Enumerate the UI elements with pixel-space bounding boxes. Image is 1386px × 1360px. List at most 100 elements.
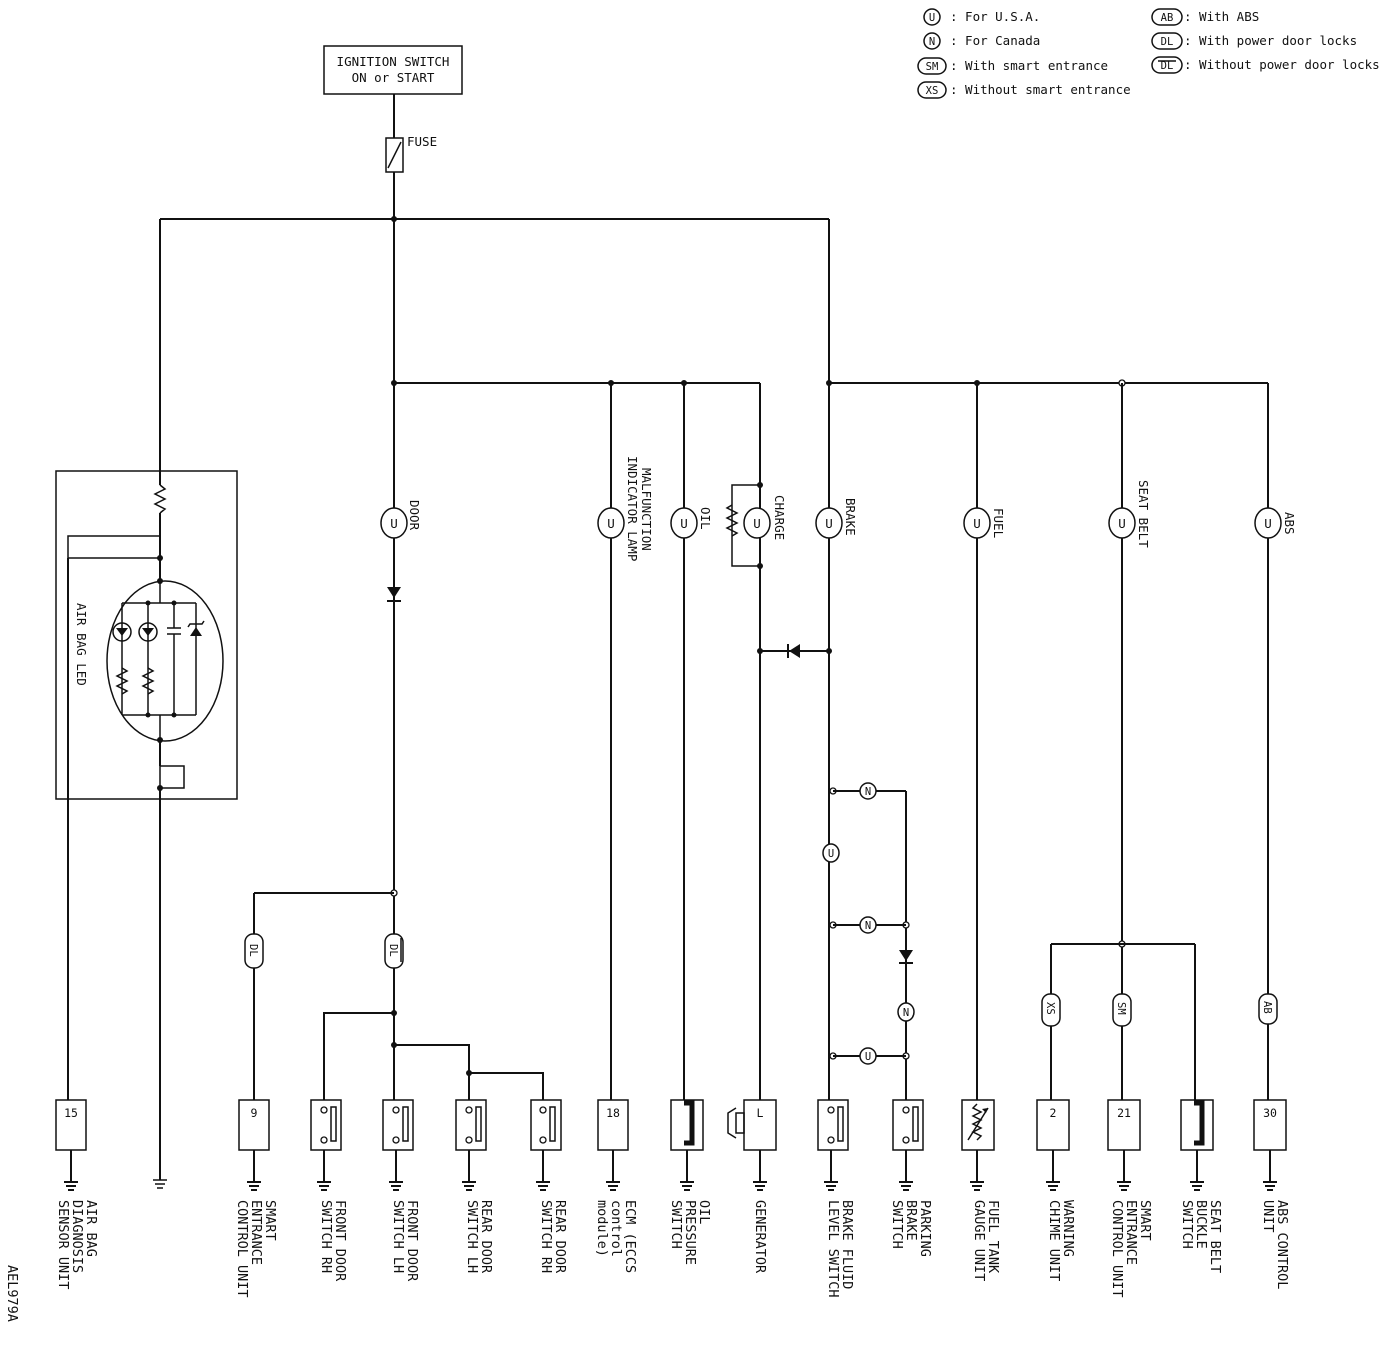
svg-text:: With smart entrance: : With smart entrance — [950, 58, 1108, 73]
ground-icon — [899, 1150, 913, 1191]
svg-text:XS: XS — [926, 85, 939, 97]
svg-text:BRAKE: BRAKE — [843, 498, 858, 536]
terminal-warning-chime: 2 — [1036, 1099, 1070, 1151]
ground-icon — [247, 1150, 261, 1191]
door-switch-rear-lh — [455, 1099, 487, 1151]
svg-text:GAUGE UNIT: GAUGE UNIT — [971, 1200, 987, 1281]
terminal-abs: 30 — [1253, 1099, 1287, 1151]
led-enclosure — [106, 580, 224, 742]
svg-text:L: L — [757, 1106, 764, 1120]
svg-text:AIR BAG LED: AIR BAG LED — [74, 603, 89, 686]
label-front-door-rh: FRONT DOOR SWITCH RH — [318, 1200, 348, 1282]
svg-text:BRAKE: BRAKE — [903, 1200, 919, 1241]
svg-text:FUEL TANK: FUEL TANK — [985, 1200, 1001, 1274]
svg-text:SWITCH RH: SWITCH RH — [318, 1200, 334, 1273]
svg-text:CONTROL UNIT: CONTROL UNIT — [1109, 1200, 1125, 1298]
svg-text:ENTRANCE: ENTRANCE — [1123, 1200, 1139, 1265]
seat-belt-switch-box — [1180, 1099, 1214, 1151]
svg-text:N: N — [865, 920, 871, 932]
svg-text:BRAKE FLUID: BRAKE FLUID — [839, 1200, 855, 1289]
svg-text:U: U — [390, 516, 398, 531]
legend: U : For U.S.A. N : For Canada SM : With … — [917, 8, 1380, 99]
svg-text:BUCKLE: BUCKLE — [1193, 1200, 1209, 1249]
ground-icon — [153, 1179, 167, 1189]
svg-text:DL: DL — [1161, 60, 1174, 72]
svg-text:SWITCH LH: SWITCH LH — [464, 1200, 480, 1273]
svg-text:U: U — [607, 516, 615, 531]
svg-text:FUSE: FUSE — [407, 134, 437, 149]
diode-icon — [899, 950, 913, 964]
label-fuel-tank: FUEL TANK GAUGE UNIT — [971, 1200, 1001, 1281]
label-generator: GENERATOR — [752, 1200, 768, 1274]
svg-text:ABS CONTROL: ABS CONTROL — [1274, 1200, 1290, 1289]
svg-text:21: 21 — [1117, 1106, 1131, 1120]
ground-icon — [824, 1150, 838, 1191]
diode-icon — [387, 587, 401, 602]
svg-text:WARNING: WARNING — [1060, 1200, 1076, 1257]
diagram-id: AEL979A — [4, 1265, 20, 1322]
fuel-gauge-box — [961, 1099, 995, 1151]
label-rear-door-lh: REAR DOOR SWITCH LH — [464, 1200, 494, 1274]
ground-icon — [317, 1150, 331, 1191]
svg-text:AB: AB — [1261, 1001, 1273, 1014]
svg-text:SWITCH LH: SWITCH LH — [390, 1200, 406, 1273]
svg-text:SM: SM — [926, 61, 939, 73]
oil-bulb: U OIL — [670, 507, 713, 539]
svg-text:18: 18 — [606, 1106, 620, 1120]
svg-text:U: U — [1118, 516, 1126, 531]
svg-text:SMART: SMART — [262, 1200, 278, 1241]
svg-text:: With ABS: : With ABS — [1184, 9, 1259, 24]
svg-text:IGNITION SWITCH: IGNITION SWITCH — [337, 54, 450, 69]
label-oil-pressure: OIL PRESSURE SWITCH — [668, 1200, 712, 1265]
svg-text:DOOR: DOOR — [407, 500, 422, 531]
svg-text:CHIME UNIT: CHIME UNIT — [1046, 1200, 1062, 1281]
terminal-smart-right: 21 — [1107, 1099, 1141, 1151]
svg-text:INDICATOR LAMP: INDICATOR LAMP — [625, 456, 640, 561]
parking-brake-switch-box — [892, 1099, 924, 1151]
zener-icon — [190, 627, 202, 636]
svg-text:SWITCH RH: SWITCH RH — [538, 1200, 554, 1273]
label-brake-fluid: BRAKE FLUID LEVEL SWITCH — [825, 1200, 855, 1298]
door-switch-front-rh — [310, 1099, 342, 1151]
svg-text:U: U — [865, 1051, 871, 1063]
svg-text:UNIT: UNIT — [1260, 1200, 1276, 1233]
ground-icon — [536, 1150, 550, 1191]
legend-usa: U : For U.S.A. — [923, 8, 1040, 26]
led-icon — [116, 628, 128, 636]
ground-icon — [753, 1150, 767, 1191]
svg-text:: For U.S.A.: : For U.S.A. — [950, 9, 1040, 24]
door-switch-front-lh — [382, 1099, 414, 1151]
sm-code: SM — [1112, 993, 1132, 1027]
svg-text:control: control — [608, 1200, 624, 1257]
ground-icon — [462, 1150, 476, 1191]
svg-text:module): module) — [594, 1200, 610, 1257]
label-parking-brake: PARKING BRAKE SWITCH — [889, 1200, 933, 1257]
svg-text:OIL: OIL — [698, 507, 713, 530]
svg-text:ON or START: ON or START — [352, 70, 435, 85]
svg-text:SWITCH: SWITCH — [889, 1200, 905, 1249]
dl-code: DL — [244, 933, 264, 969]
svg-text:AB: AB — [1161, 12, 1174, 24]
legend-door-locks: DL : With power door locks — [1151, 32, 1357, 50]
legend-no-smart: XS : Without smart entrance — [917, 81, 1131, 99]
u-mid-code: U — [822, 843, 840, 863]
svg-text:9: 9 — [251, 1106, 258, 1120]
label-seat-belt-buckle: SEAT BELT BUCKLE SWITCH — [1179, 1200, 1223, 1273]
led-icon — [142, 628, 154, 636]
svg-text:: With power door locks: : With power door locks — [1184, 33, 1357, 48]
svg-text:SWITCH: SWITCH — [668, 1200, 684, 1249]
svg-text:FRONT DOOR: FRONT DOOR — [404, 1200, 420, 1282]
svg-text:SEAT BELT: SEAT BELT — [1136, 480, 1151, 548]
ground-icon — [1046, 1150, 1060, 1191]
ground-icon — [64, 1150, 78, 1191]
svg-text:N: N — [903, 1007, 909, 1019]
svg-text:SWITCH: SWITCH — [1179, 1200, 1195, 1249]
svg-text:MALFUNCTION: MALFUNCTION — [639, 468, 654, 551]
door-switch-rear-rh — [530, 1099, 562, 1151]
abs-bulb: U ABS — [1254, 507, 1297, 539]
legend-smart: SM : With smart entrance — [917, 57, 1108, 75]
svg-text:: For Canada: : For Canada — [950, 33, 1040, 48]
fuse-icon: FUSE — [385, 134, 437, 173]
svg-text:U: U — [680, 516, 688, 531]
